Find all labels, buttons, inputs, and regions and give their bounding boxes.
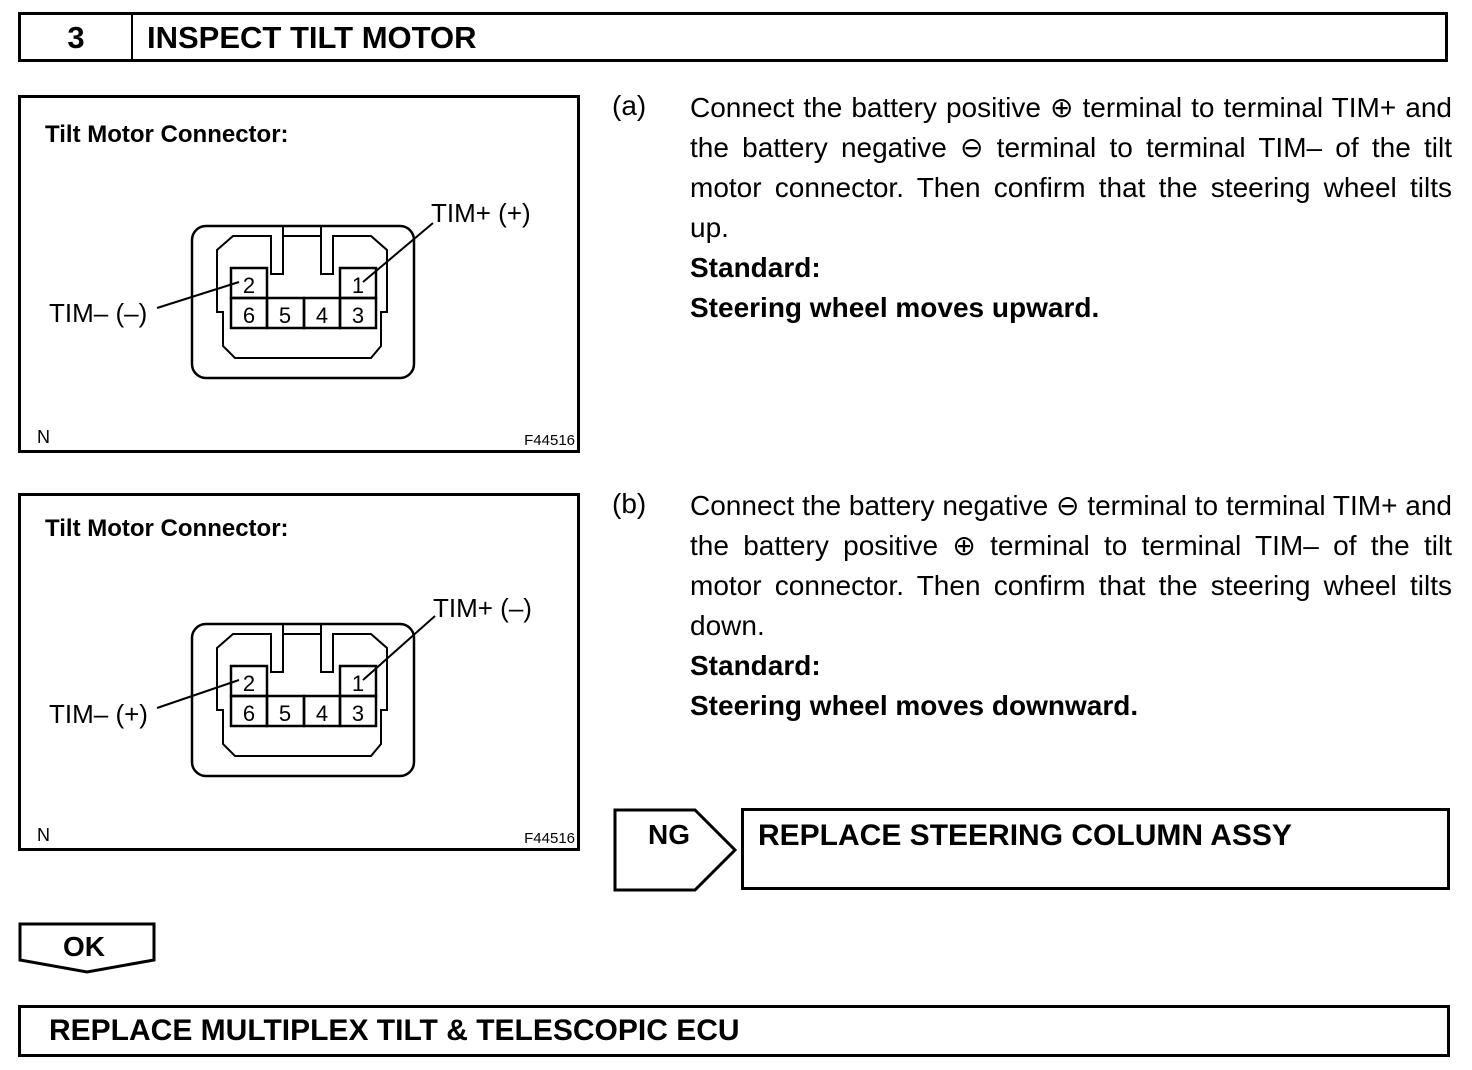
step-number: 3 bbox=[21, 15, 133, 59]
step-a-standard-value: Steering wheel moves upward. bbox=[690, 292, 1100, 323]
step-b-standard-value: Steering wheel moves downward. bbox=[690, 690, 1139, 721]
step-b-instructions: Connect the battery negative ⊖ terminal … bbox=[690, 486, 1452, 726]
step-title: INSPECT TILT MOTOR bbox=[147, 20, 477, 55]
pin-1: 1 bbox=[352, 671, 364, 696]
figure-title: Tilt Motor Connector: bbox=[45, 121, 289, 148]
figure-id: F44516 bbox=[524, 830, 575, 847]
figure-id: F44516 bbox=[524, 432, 575, 449]
step-b-standard-label: Standard: bbox=[690, 650, 821, 681]
pin-2: 2 bbox=[243, 273, 255, 298]
pin-2: 2 bbox=[243, 671, 255, 696]
connector-drawing bbox=[156, 615, 436, 778]
pin-3: 3 bbox=[352, 701, 364, 726]
figure-title: Tilt Motor Connector: bbox=[45, 515, 289, 542]
figure-corner-mark: N bbox=[37, 825, 50, 845]
step-a-standard-label: Standard: bbox=[690, 252, 821, 283]
figure-corner-mark: N bbox=[37, 427, 50, 447]
step-b-text: Connect the battery negative ⊖ terminal … bbox=[690, 490, 1452, 641]
connector-drawing bbox=[156, 222, 434, 380]
pin-5: 5 bbox=[279, 701, 291, 726]
pin-6: 6 bbox=[243, 303, 255, 328]
step-b-letter: (b) bbox=[612, 488, 647, 519]
pin-1: 1 bbox=[352, 273, 364, 298]
pin-4: 4 bbox=[316, 701, 328, 726]
ok-label: OK bbox=[63, 931, 105, 962]
ng-label: NG bbox=[648, 819, 690, 850]
pin-3: 3 bbox=[352, 303, 364, 328]
pin-6: 6 bbox=[243, 701, 255, 726]
label-tim-minus: TIM– (+) bbox=[49, 699, 148, 729]
step-a-text: Connect the battery positive ⊕ terminal … bbox=[690, 92, 1452, 243]
ok-action-box: REPLACE MULTIPLEX TILT & TELESCOPIC ECU bbox=[18, 1005, 1450, 1057]
ng-action-text: REPLACE STEERING COLUMN ASSY bbox=[758, 819, 1292, 852]
pin-5: 5 bbox=[279, 303, 291, 328]
label-tim-plus: TIM+ (–) bbox=[433, 593, 532, 623]
ok-action-text: REPLACE MULTIPLEX TILT & TELESCOPIC ECU bbox=[49, 1014, 740, 1047]
connector-figure-b: Tilt Motor Connector: TIM+ (–) TIM– (+) … bbox=[18, 493, 580, 851]
step-a-letter: (a) bbox=[612, 90, 647, 121]
ng-branch-arrow: NG bbox=[613, 808, 739, 892]
step-header: 3 INSPECT TILT MOTOR bbox=[18, 12, 1448, 62]
ng-action-box: REPLACE STEERING COLUMN ASSY bbox=[741, 808, 1450, 890]
label-tim-minus: TIM– (–) bbox=[49, 298, 147, 328]
pin-4: 4 bbox=[316, 303, 328, 328]
ok-branch-arrow: OK bbox=[18, 922, 156, 974]
label-tim-plus: TIM+ (+) bbox=[431, 198, 531, 228]
step-a-instructions: Connect the battery positive ⊕ terminal … bbox=[690, 88, 1452, 328]
connector-figure-a: Tilt Motor Connector: TIM+ (+) TIM– (–) … bbox=[18, 95, 580, 453]
